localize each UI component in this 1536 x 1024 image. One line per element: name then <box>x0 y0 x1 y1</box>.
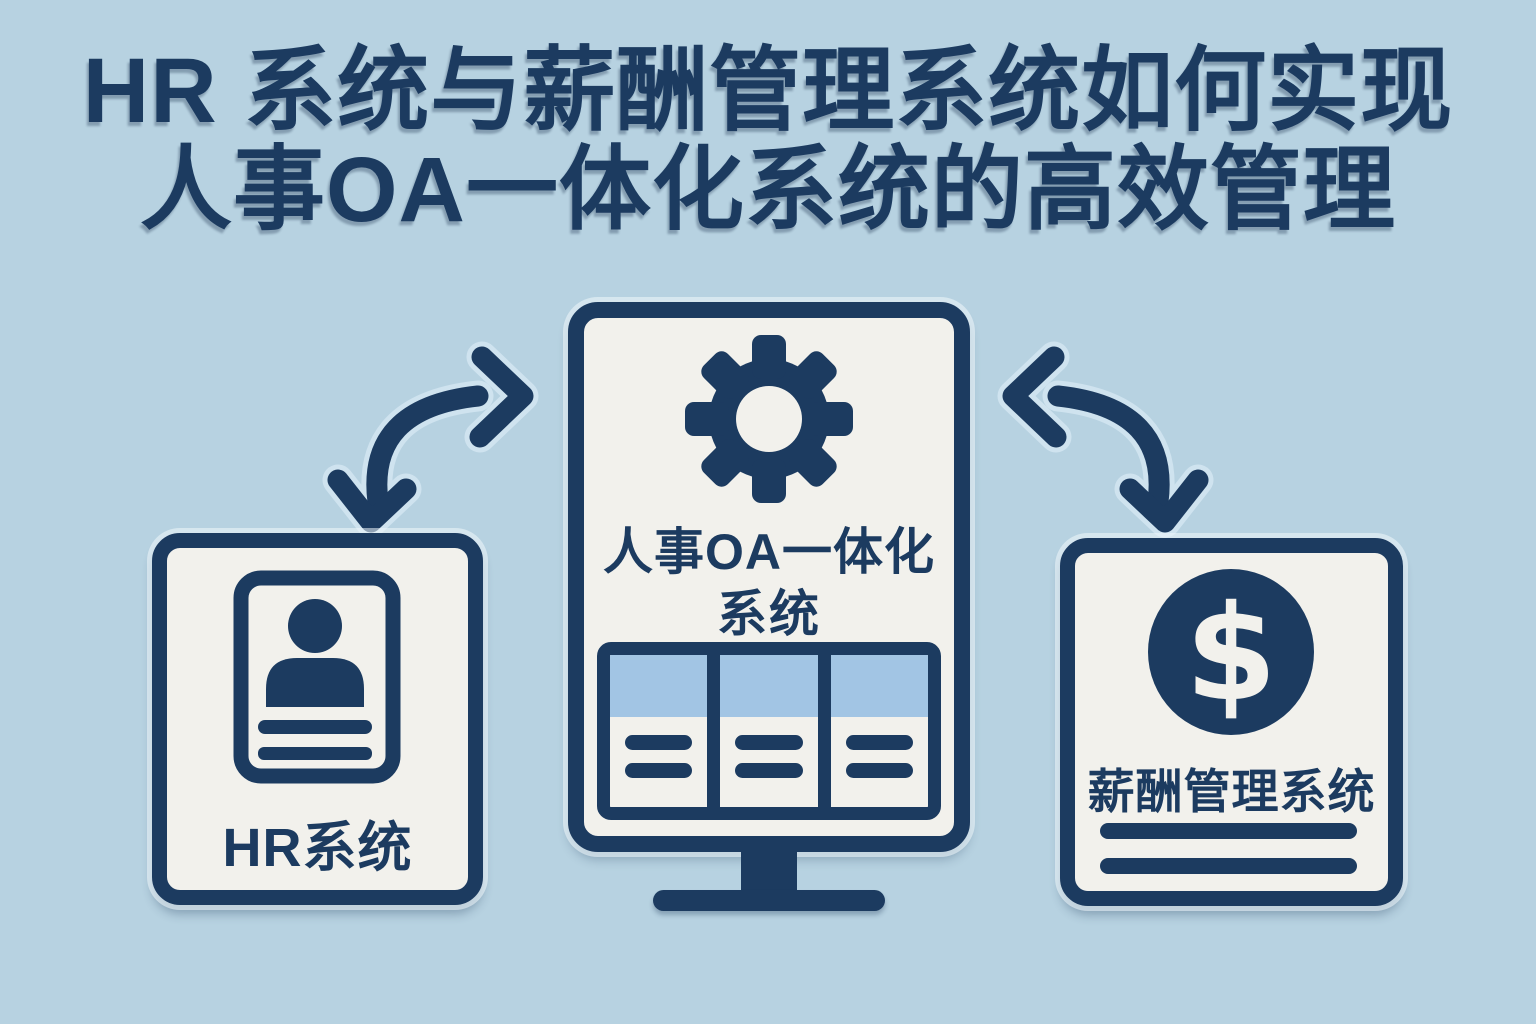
table-column <box>817 655 928 807</box>
gear-icon <box>685 335 853 503</box>
monitor-stand-base <box>653 890 885 911</box>
dollar-circle-icon: $ <box>1148 569 1314 735</box>
table-row-bar <box>845 735 913 750</box>
text-line-bar <box>1100 823 1357 839</box>
page-title: HR 系统与薪酬管理系统如何实现 人事OA一体化系统的高效管理 <box>0 40 1536 241</box>
oa-system-label-line2: 系统 <box>717 586 821 642</box>
hr-oa-arrow <box>322 341 539 538</box>
oa-system-monitor: 人事OA一体化 系统 <box>568 302 970 852</box>
data-table-icon <box>597 642 941 820</box>
text-line-bar <box>1100 858 1357 874</box>
table-row-bar <box>735 763 803 778</box>
arrowhead-left-icon <box>1002 346 1067 448</box>
hr-system-label: HR系统 <box>222 818 413 878</box>
arrowhead-down-right-icon <box>1119 469 1209 533</box>
table-column-header <box>610 655 708 717</box>
monitor-stand-neck <box>741 848 797 894</box>
dollar-sign-glyph: $ <box>1185 577 1277 731</box>
hr-system-box: HR系统 <box>152 533 483 905</box>
table-column <box>707 655 818 807</box>
oa-payroll-arrow <box>997 341 1214 538</box>
arrowhead-right-icon <box>469 346 534 448</box>
table-row-bar <box>625 763 693 778</box>
table-column-header <box>830 655 928 717</box>
table-column-header <box>720 655 818 717</box>
table-row-bar <box>735 735 803 750</box>
payroll-system-box: $ 薪酬管理系统 <box>1060 538 1403 906</box>
table-row-bar <box>625 735 693 750</box>
oa-system-label-line1: 人事OA一体化 <box>603 524 935 580</box>
id-card-person-icon <box>233 570 401 784</box>
page-title-line1: HR 系统与薪酬管理系统如何实现 <box>82 40 1454 142</box>
table-column <box>610 655 708 807</box>
arrowhead-down-left-icon <box>327 469 417 533</box>
page-title-line2: 人事OA一体化系统的高效管理 <box>139 138 1396 241</box>
payroll-system-label: 薪酬管理系统 <box>1087 765 1376 818</box>
table-row-bar <box>845 763 913 778</box>
